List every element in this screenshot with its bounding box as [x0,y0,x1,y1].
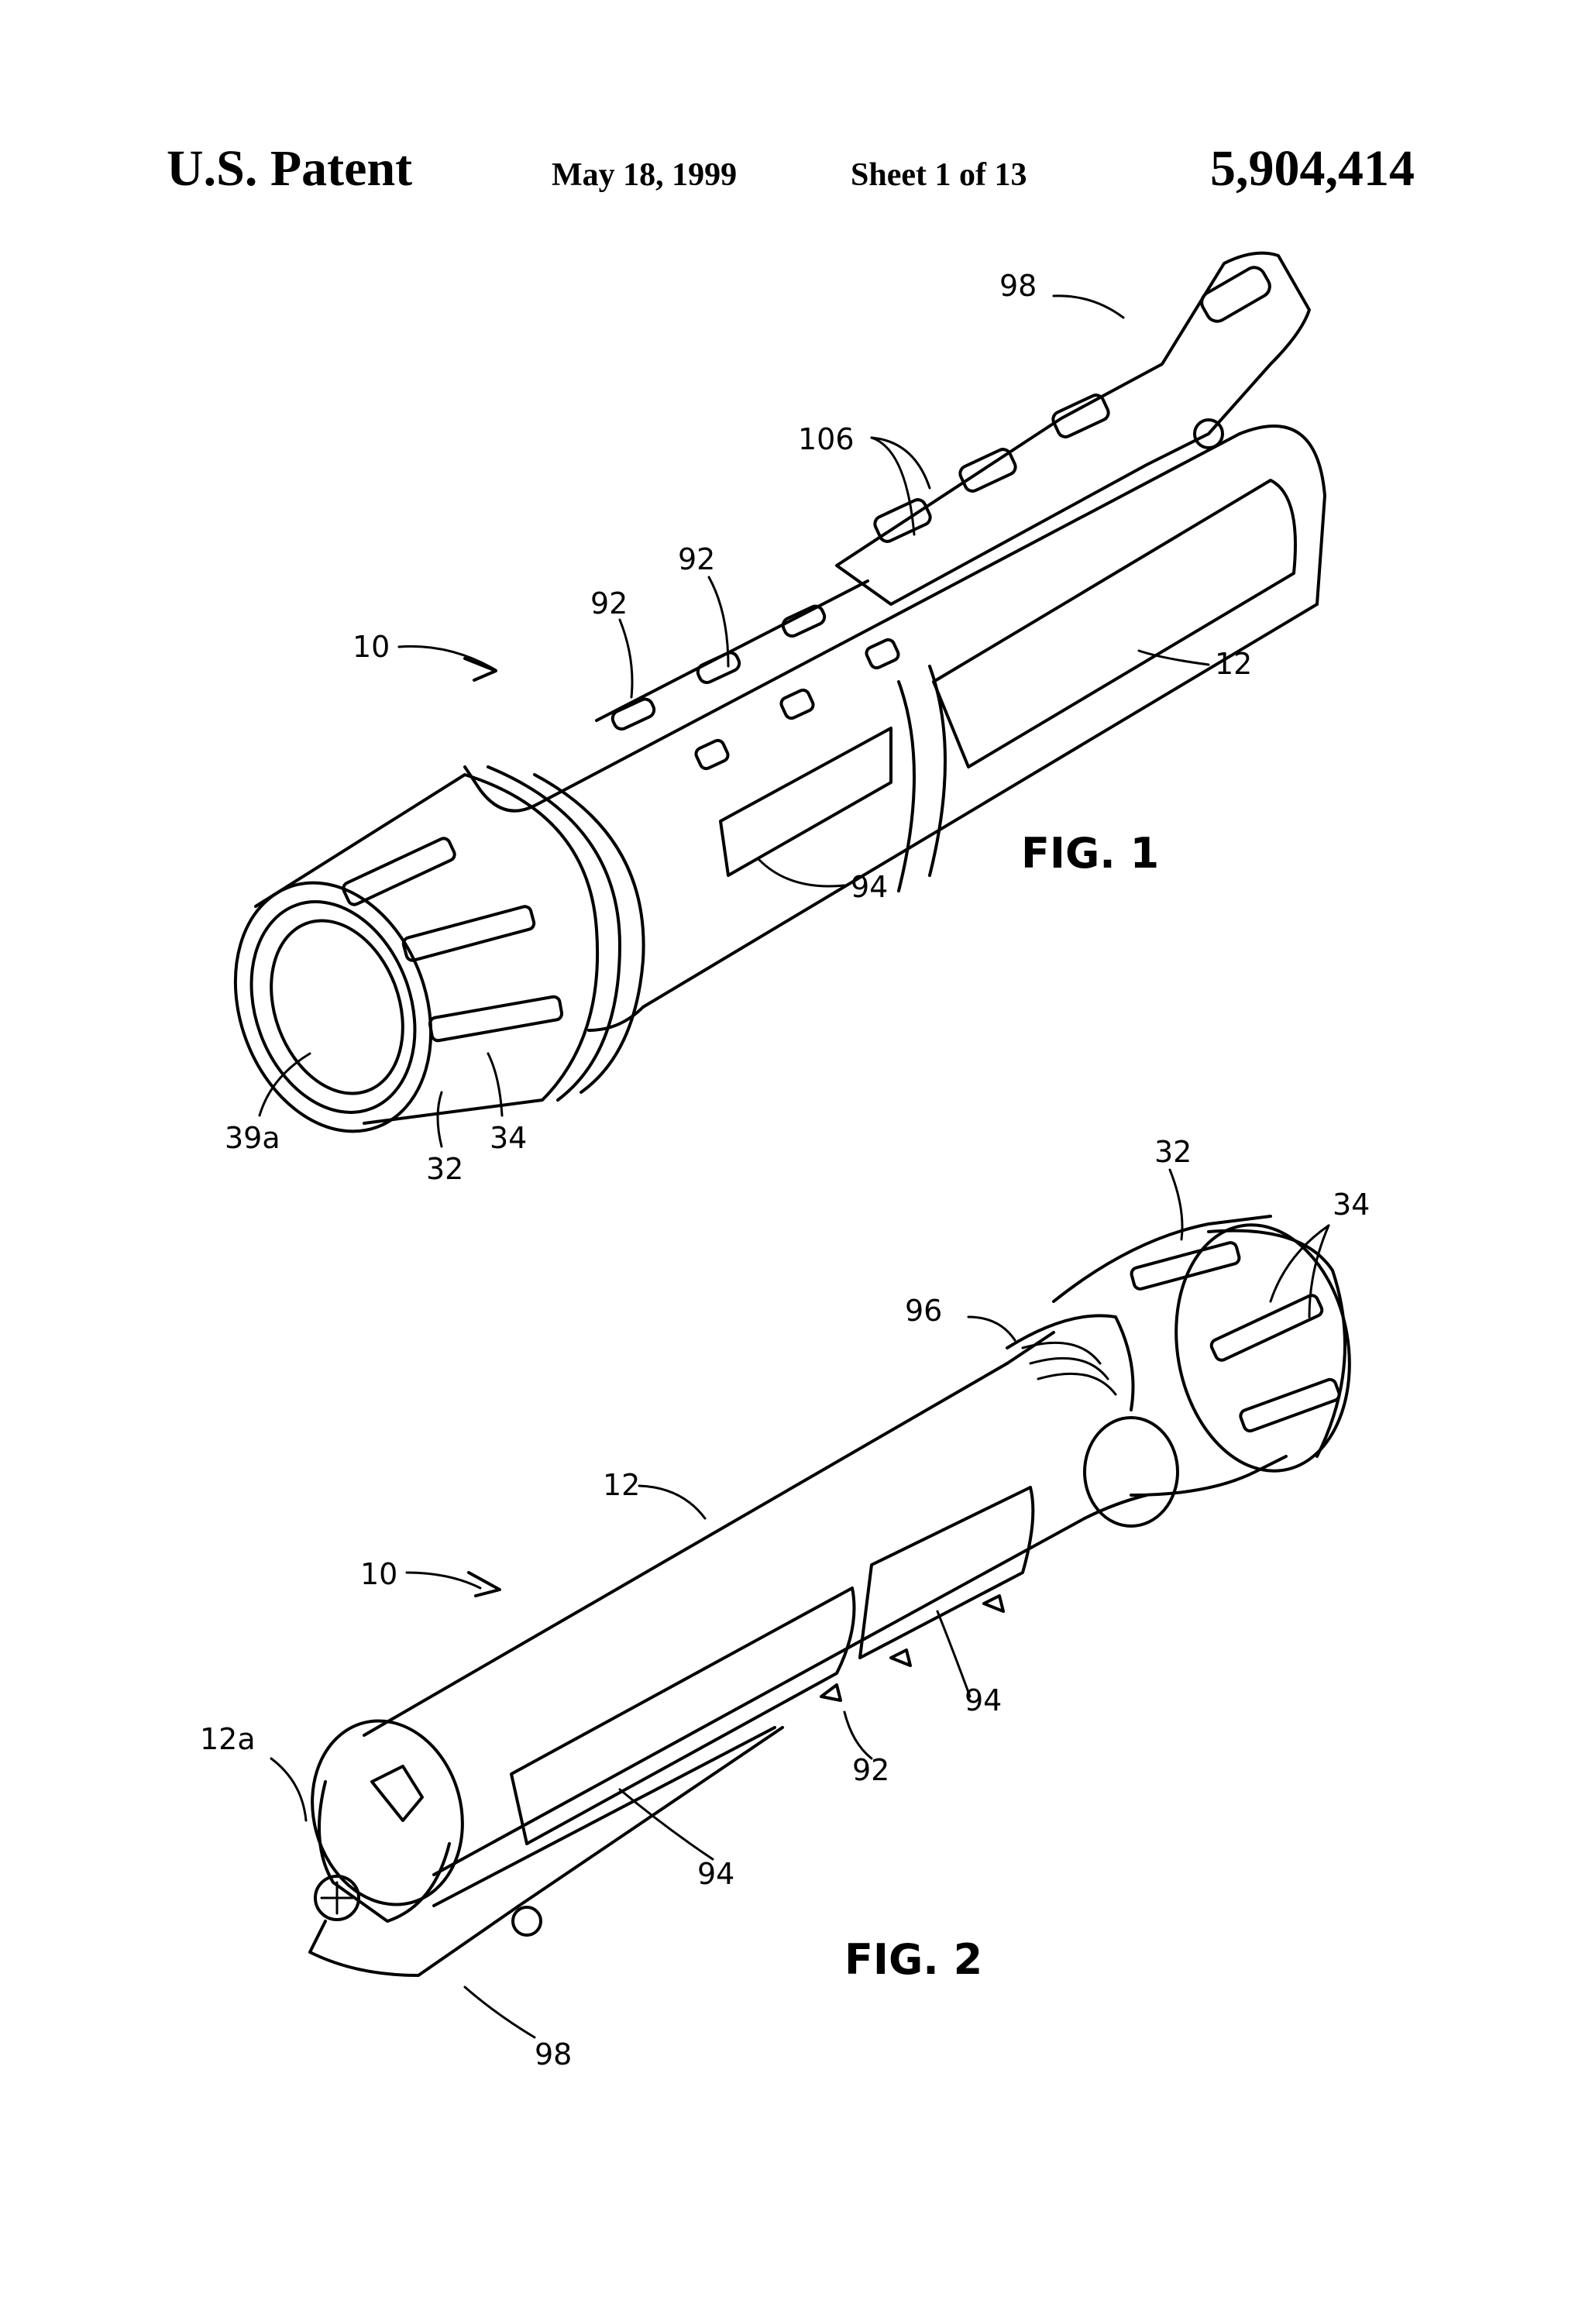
patent-header-date: May 18, 1999 [552,157,738,193]
fig1-ref-106: 106 [798,422,855,456]
fig2-ref-94b: 94 [697,1857,734,1891]
fig1-ref-10: 10 [353,630,390,664]
fig1-ref-32: 32 [426,1152,463,1186]
fig2-ref-10: 10 [360,1557,397,1591]
fig1-ref-98: 98 [999,269,1037,303]
fig2-ref-98: 98 [535,2037,572,2071]
patent-header-sheet: Sheet 1 of 13 [851,157,1027,193]
fig1-ref-12: 12 [1215,647,1252,681]
fig2-ref-12a: 12a [200,1722,256,1756]
fig1-caption: FIG. 1 [1021,829,1159,878]
fig1-ref-39a: 39a [225,1121,280,1155]
fig2-ref-12: 12 [603,1468,640,1502]
fig2-ref-94a: 94 [965,1683,1002,1717]
fig1-ref-34: 34 [490,1121,527,1155]
figure-1-drawing [233,251,1326,1148]
patent-header-title: U.S. Patent [167,140,413,197]
fig2-caption: FIG. 2 [844,1935,982,1984]
fig2-ref-96: 96 [905,1294,942,1328]
fig2-ref-34: 34 [1333,1188,1370,1222]
fig1-ref-94: 94 [851,870,888,904]
fig2-ref-32: 32 [1154,1135,1192,1169]
patent-header-number: 5,904,414 [1210,140,1415,197]
figure-2-drawing [270,1168,1351,2039]
fig1-ref-92a: 92 [590,586,628,621]
fig1-ref-92b: 92 [678,542,715,576]
fig2-ref-92: 92 [852,1753,889,1787]
